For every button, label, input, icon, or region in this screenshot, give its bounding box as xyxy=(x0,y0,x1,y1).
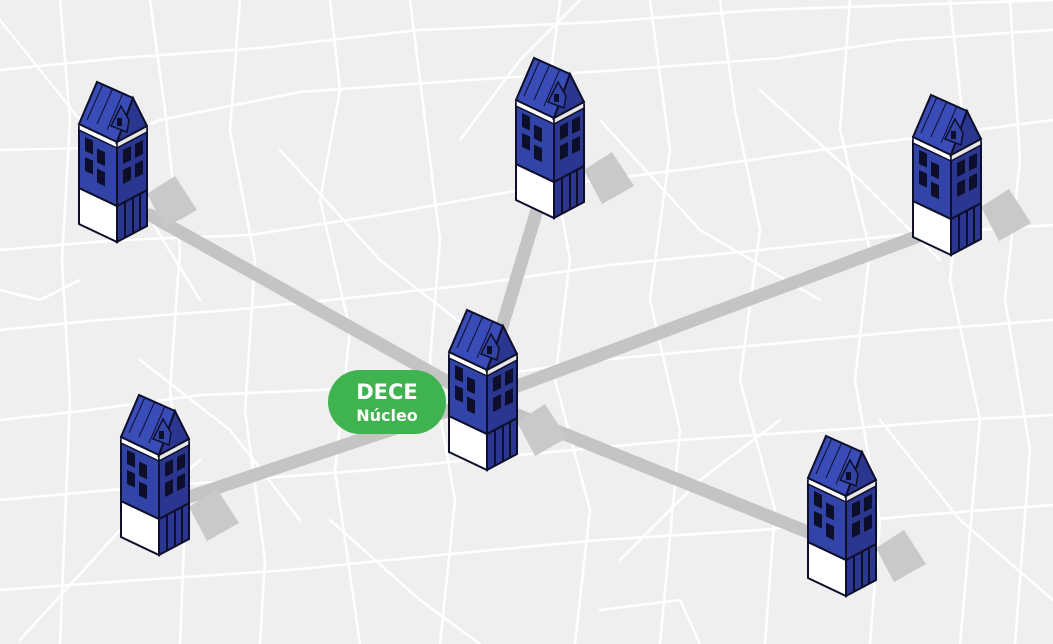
dece-nucleo-badge: DECE Núcleo xyxy=(328,370,446,434)
badge-title: DECE xyxy=(356,380,418,404)
connector-top-right xyxy=(473,221,947,407)
connector-top-left xyxy=(143,208,487,407)
badge-background xyxy=(328,370,446,434)
badge-subtitle: Núcleo xyxy=(356,406,418,425)
